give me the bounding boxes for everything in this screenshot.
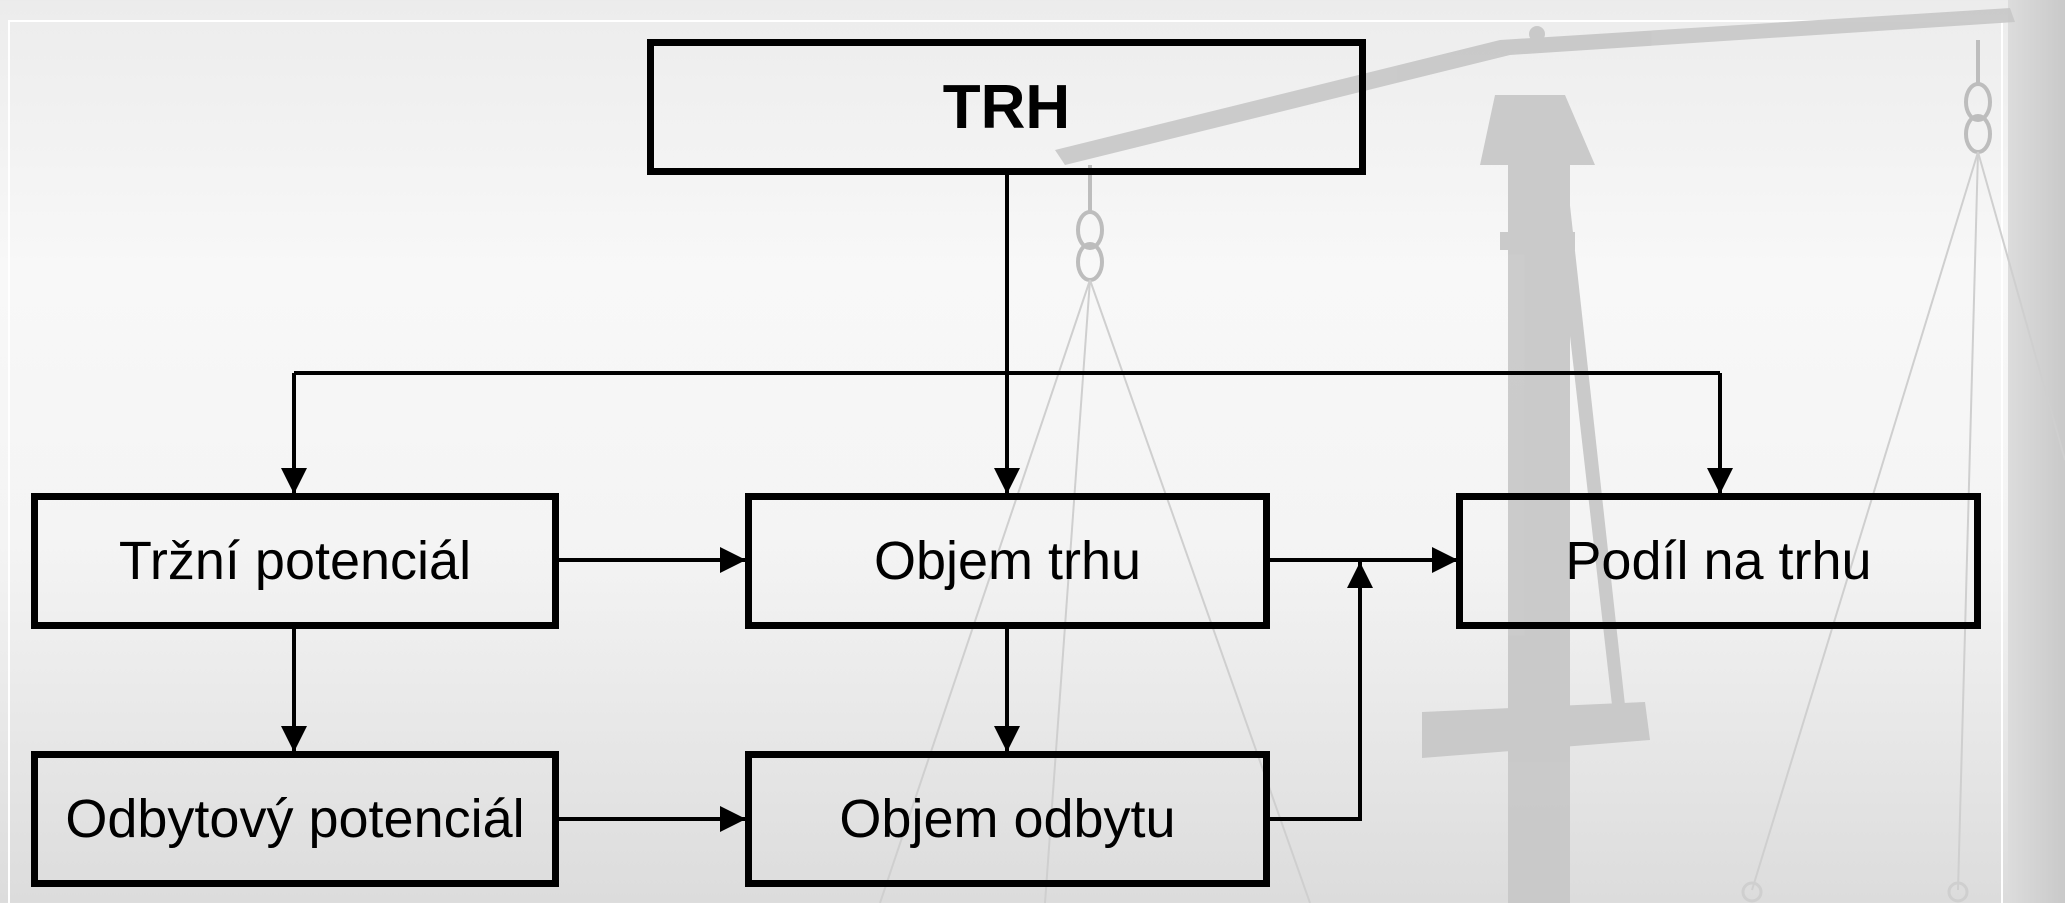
node-objem-odbytu: Objem odbytu bbox=[745, 751, 1270, 887]
node-trzni-potencial: Tržní potenciál bbox=[31, 493, 559, 629]
node-objem-trhu-label: Objem trhu bbox=[873, 531, 1142, 591]
node-odbytovy-potencial: Odbytový potenciál bbox=[31, 751, 559, 887]
node-odbytovy-potencial-label: Odbytový potenciál bbox=[65, 789, 525, 849]
node-podil-na-trhu: Podíl na trhu bbox=[1456, 493, 1981, 629]
node-trzni-potencial-label: Tržní potenciál bbox=[118, 531, 472, 591]
slide-edge-band bbox=[2008, 0, 2065, 903]
node-objem-odbytu-label: Objem odbytu bbox=[839, 789, 1176, 849]
slide-frame bbox=[8, 20, 2003, 903]
node-podil-na-trhu-label: Podíl na trhu bbox=[1565, 531, 1872, 591]
node-objem-trhu: Objem trhu bbox=[745, 493, 1270, 629]
node-trh: TRH bbox=[647, 39, 1366, 175]
edge-objem-odbytu-podil bbox=[1268, 562, 1373, 821]
node-trh-label: TRH bbox=[942, 72, 1071, 142]
